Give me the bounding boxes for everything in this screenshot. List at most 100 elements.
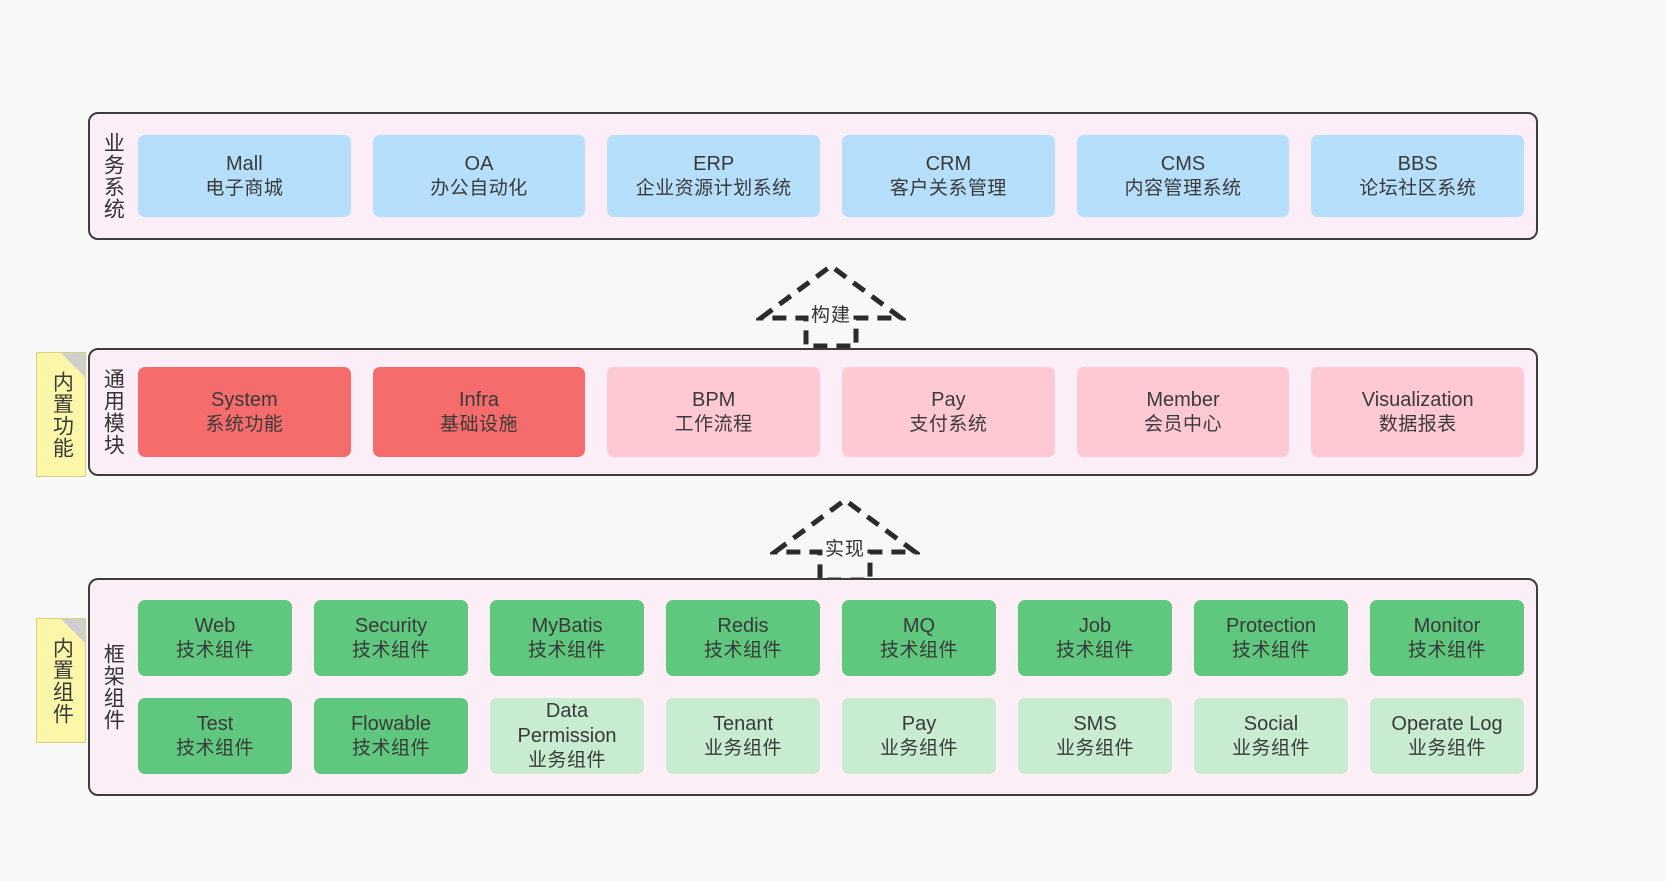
node-title: MyBatis — [531, 614, 603, 637]
node-subtitle: 业务组件 — [1407, 737, 1486, 759]
node-subtitle: 技术组件 — [1055, 639, 1134, 661]
framework-node-test[interactable]: Test 技术组件 — [138, 698, 292, 774]
framework-layer-body: Web 技术组件 Security 技术组件 MyBatis 技术组件 Redi… — [134, 580, 1536, 794]
business-node-erp[interactable]: ERP 企业资源计划系统 — [607, 135, 821, 217]
build-arrow-label: 构建 — [808, 300, 854, 327]
framework-node-sms[interactable]: SMS 业务组件 — [1018, 698, 1172, 774]
node-subtitle: 业务组件 — [879, 737, 958, 759]
framework-node-protection[interactable]: Protection 技术组件 — [1194, 600, 1348, 676]
node-subtitle: 客户关系管理 — [889, 177, 1007, 199]
business-node-oa[interactable]: OA 办公自动化 — [372, 135, 586, 217]
node-title: MQ — [902, 614, 936, 637]
node-title: Operate Log — [1391, 712, 1503, 735]
node-title: Flowable — [350, 712, 432, 735]
node-title: Redis — [717, 614, 769, 637]
node-subtitle: 业务组件 — [1231, 737, 1310, 759]
framework-node-data-permission[interactable]: Data Permission 业务组件 — [490, 698, 644, 774]
framework-node-redis[interactable]: Redis 技术组件 — [666, 600, 820, 676]
module-node-visualization[interactable]: Visualization 数据报表 — [1311, 367, 1525, 457]
framework-node-social[interactable]: Social 业务组件 — [1194, 698, 1348, 774]
module-node-pay[interactable]: Pay 支付系统 — [842, 367, 1055, 457]
business-system-layer: 业务系统 Mall 电子商城 OA 办公自动化 ERP 企业资源计划系统 CRM… — [88, 112, 1538, 240]
framework-business-row: Test 技术组件 Flowable 技术组件 Data Permission … — [138, 698, 1524, 774]
node-title: ERP — [693, 152, 735, 175]
node-subtitle: 技术组件 — [351, 737, 430, 759]
business-node-mall[interactable]: Mall 电子商城 — [138, 135, 351, 217]
node-subtitle: 业务组件 — [703, 737, 782, 759]
framework-component-layer: 框架组件 Web 技术组件 Security 技术组件 MyBatis 技术组件… — [88, 578, 1538, 796]
framework-node-operate-log[interactable]: Operate Log 业务组件 — [1370, 698, 1524, 774]
node-title: Web — [194, 614, 236, 637]
node-title: BBS — [1397, 152, 1438, 175]
node-title: Infra — [458, 388, 500, 411]
node-subtitle: 数据报表 — [1378, 413, 1457, 435]
implement-arrow: 实现 — [770, 492, 920, 584]
node-subtitle: 企业资源计划系统 — [635, 177, 792, 199]
framework-node-monitor[interactable]: Monitor 技术组件 — [1370, 600, 1524, 676]
node-subtitle: 技术组件 — [1407, 639, 1486, 661]
node-title: OA — [464, 152, 494, 175]
node-subtitle: 技术组件 — [175, 639, 254, 661]
framework-node-pay[interactable]: Pay 业务组件 — [842, 698, 996, 774]
node-subtitle: 业务组件 — [527, 750, 606, 772]
node-title: Test — [196, 712, 234, 735]
common-module-layer: 通用模块 System 系统功能 Infra 基础设施 BPM 工作流程 Pay… — [88, 348, 1538, 476]
node-title: Protection — [1225, 614, 1317, 637]
node-subtitle: 办公自动化 — [430, 177, 528, 199]
node-subtitle: 技术组件 — [1231, 639, 1310, 661]
framework-tech-row: Web 技术组件 Security 技术组件 MyBatis 技术组件 Redi… — [138, 600, 1524, 676]
node-subtitle: 基础设施 — [440, 413, 519, 435]
business-node-crm[interactable]: CRM 客户关系管理 — [842, 135, 1055, 217]
business-node-bbs[interactable]: BBS 论坛社区系统 — [1311, 135, 1525, 217]
builtin-component-note: 内置组件 — [36, 618, 86, 743]
business-layer-body: Mall 电子商城 OA 办公自动化 ERP 企业资源计划系统 CRM 客户关系… — [134, 114, 1536, 238]
node-title: Security — [354, 614, 428, 637]
node-title: Pay — [931, 388, 966, 411]
node-title: BPM — [692, 388, 736, 411]
business-node-row: Mall 电子商城 OA 办公自动化 ERP 企业资源计划系统 CRM 客户关系… — [138, 135, 1525, 217]
node-subtitle: 技术组件 — [175, 737, 254, 759]
business-layer-title: 业务系统 — [101, 132, 125, 220]
node-title: Job — [1078, 614, 1112, 637]
node-title: Pay — [901, 712, 937, 735]
node-subtitle: 技术组件 — [351, 639, 430, 661]
node-subtitle: 电子商城 — [205, 177, 284, 199]
node-title: Tenant — [712, 712, 774, 735]
node-title: SMS — [1073, 712, 1117, 735]
node-subtitle: 工作流程 — [674, 413, 753, 435]
builtin-function-note: 内置功能 — [36, 352, 86, 477]
business-node-cms[interactable]: CMS 内容管理系统 — [1076, 135, 1290, 217]
node-subtitle: 论坛社区系统 — [1359, 177, 1477, 199]
framework-node-web[interactable]: Web 技术组件 — [138, 600, 292, 676]
module-node-member[interactable]: Member 会员中心 — [1076, 367, 1290, 457]
node-subtitle: 支付系统 — [909, 413, 988, 435]
framework-node-mybatis[interactable]: MyBatis 技术组件 — [490, 600, 644, 676]
node-subtitle: 技术组件 — [527, 639, 606, 661]
node-subtitle: 技术组件 — [703, 639, 782, 661]
node-subtitle: 系统功能 — [205, 413, 284, 435]
framework-node-mq[interactable]: MQ 技术组件 — [842, 600, 996, 676]
module-node-row: System 系统功能 Infra 基础设施 BPM 工作流程 Pay 支付系统… — [138, 367, 1525, 457]
node-title: Social — [1243, 712, 1299, 735]
module-layer-title: 通用模块 — [101, 368, 125, 456]
node-title: CMS — [1160, 152, 1206, 175]
module-node-system[interactable]: System 系统功能 — [138, 367, 351, 457]
framework-node-security[interactable]: Security 技术组件 — [314, 600, 468, 676]
node-subtitle: 技术组件 — [879, 639, 958, 661]
node-subtitle: 内容管理系统 — [1124, 177, 1242, 199]
node-subtitle: 业务组件 — [1055, 737, 1134, 759]
node-title: System — [210, 388, 278, 411]
module-node-bpm[interactable]: BPM 工作流程 — [607, 367, 821, 457]
node-title: Monitor — [1413, 614, 1481, 637]
node-title: Data Permission — [517, 700, 617, 748]
module-node-infra[interactable]: Infra 基础设施 — [372, 367, 586, 457]
node-title: Member — [1146, 388, 1220, 411]
implement-arrow-label: 实现 — [822, 534, 868, 561]
framework-node-job[interactable]: Job 技术组件 — [1018, 600, 1172, 676]
node-title: CRM — [925, 152, 972, 175]
build-arrow: 构建 — [756, 258, 906, 350]
framework-node-tenant[interactable]: Tenant 业务组件 — [666, 698, 820, 774]
framework-node-flowable[interactable]: Flowable 技术组件 — [314, 698, 468, 774]
node-subtitle: 会员中心 — [1144, 413, 1223, 435]
